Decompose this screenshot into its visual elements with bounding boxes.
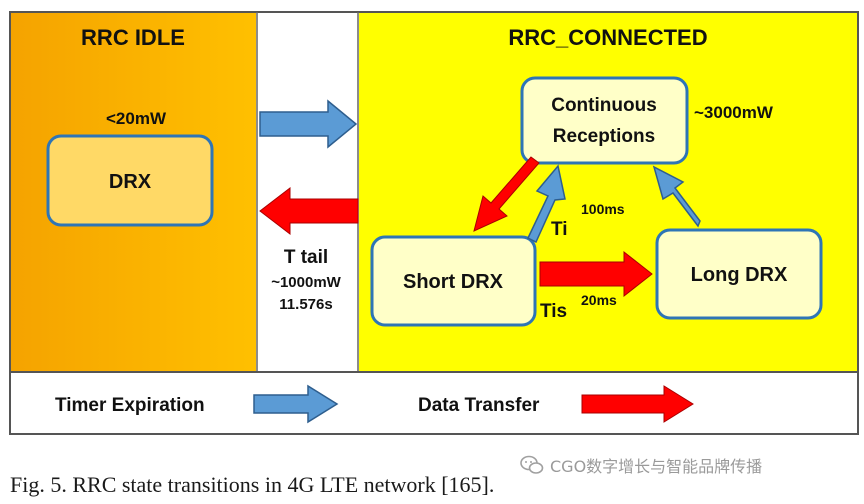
ti-symbol-label: Ti: [551, 219, 568, 240]
tail-power-label: ~1000mW: [271, 274, 341, 291]
t-tail-label: T tail: [284, 247, 328, 268]
long-drx-label: Long DRX: [691, 264, 788, 286]
long-drx-to-continuous-arrow: [652, 165, 701, 228]
tail-time-label: 11.576s: [279, 296, 332, 313]
legend-red-arrow-icon: [581, 385, 694, 423]
data-transfer-to-connected-arrow: [259, 99, 358, 149]
rrc-idle-title: RRC IDLE: [81, 25, 185, 50]
short-drx-to-continuous-arrow: [527, 164, 566, 244]
watermark-text: CGO数字增长与智能品牌传播: [550, 457, 763, 476]
tail-timer-to-idle-arrow: [259, 186, 359, 236]
long-drx-state: [655, 228, 823, 320]
figure-caption: Fig. 5. RRC state transitions in 4G LTE …: [10, 472, 495, 497]
continuous-to-short-drx-arrow: [473, 156, 540, 232]
idle-power-label: <20mW: [106, 109, 167, 128]
watermark: CGO数字增长与智能品牌传播: [520, 454, 762, 476]
drx-state-label: DRX: [109, 171, 152, 193]
rrc-state-diagram: RRC IDLE RRC_CONNECTED <20mW DRX T tail …: [9, 11, 859, 435]
wechat-icon: [520, 455, 544, 474]
ti-value-label: 100ms: [581, 201, 625, 217]
tis-value-label: 20ms: [581, 292, 617, 308]
short-drx-to-long-drx-arrow: [539, 250, 653, 298]
continuous-reception-state: [520, 76, 689, 165]
short-drx-state: [370, 235, 537, 327]
continuous-power-label: ~3000mW: [694, 103, 774, 122]
continuous-label-line2: Receptions: [553, 126, 655, 147]
tis-symbol-label: Tis: [540, 301, 567, 322]
drx-state: [46, 134, 214, 227]
legend-data-transfer-label: Data Transfer: [418, 395, 540, 416]
rrc-connected-title: RRC_CONNECTED: [508, 25, 707, 50]
legend-timer-expiration-label: Timer Expiration: [55, 395, 205, 416]
continuous-label-line1: Continuous: [551, 95, 657, 116]
short-drx-label: Short DRX: [403, 271, 504, 293]
legend-blue-arrow-icon: [253, 384, 339, 424]
